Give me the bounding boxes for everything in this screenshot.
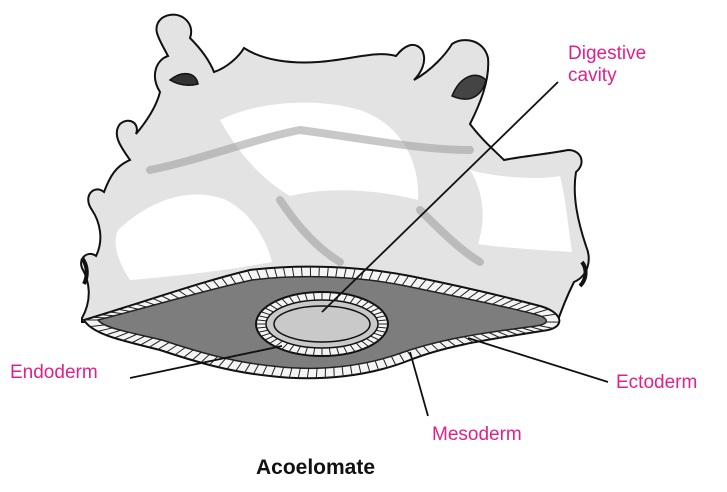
ectoderm-cell-wall	[93, 317, 107, 318]
label-mesoderm: Mesoderm	[432, 424, 522, 446]
label-endoderm: Endoderm	[10, 362, 98, 384]
label-ectoderm: Ectoderm	[616, 372, 697, 394]
leader-ectoderm	[468, 338, 608, 382]
label-digestive-cavity-line1: Digestive	[568, 43, 646, 65]
label-digestive-cavity-line2: cavity	[568, 65, 646, 87]
leader-mesoderm	[410, 352, 428, 416]
label-digestive-cavity: Digestive cavity	[568, 43, 646, 87]
body-highlight-right	[470, 170, 572, 252]
diagram-title: Acoelomate	[256, 456, 375, 480]
